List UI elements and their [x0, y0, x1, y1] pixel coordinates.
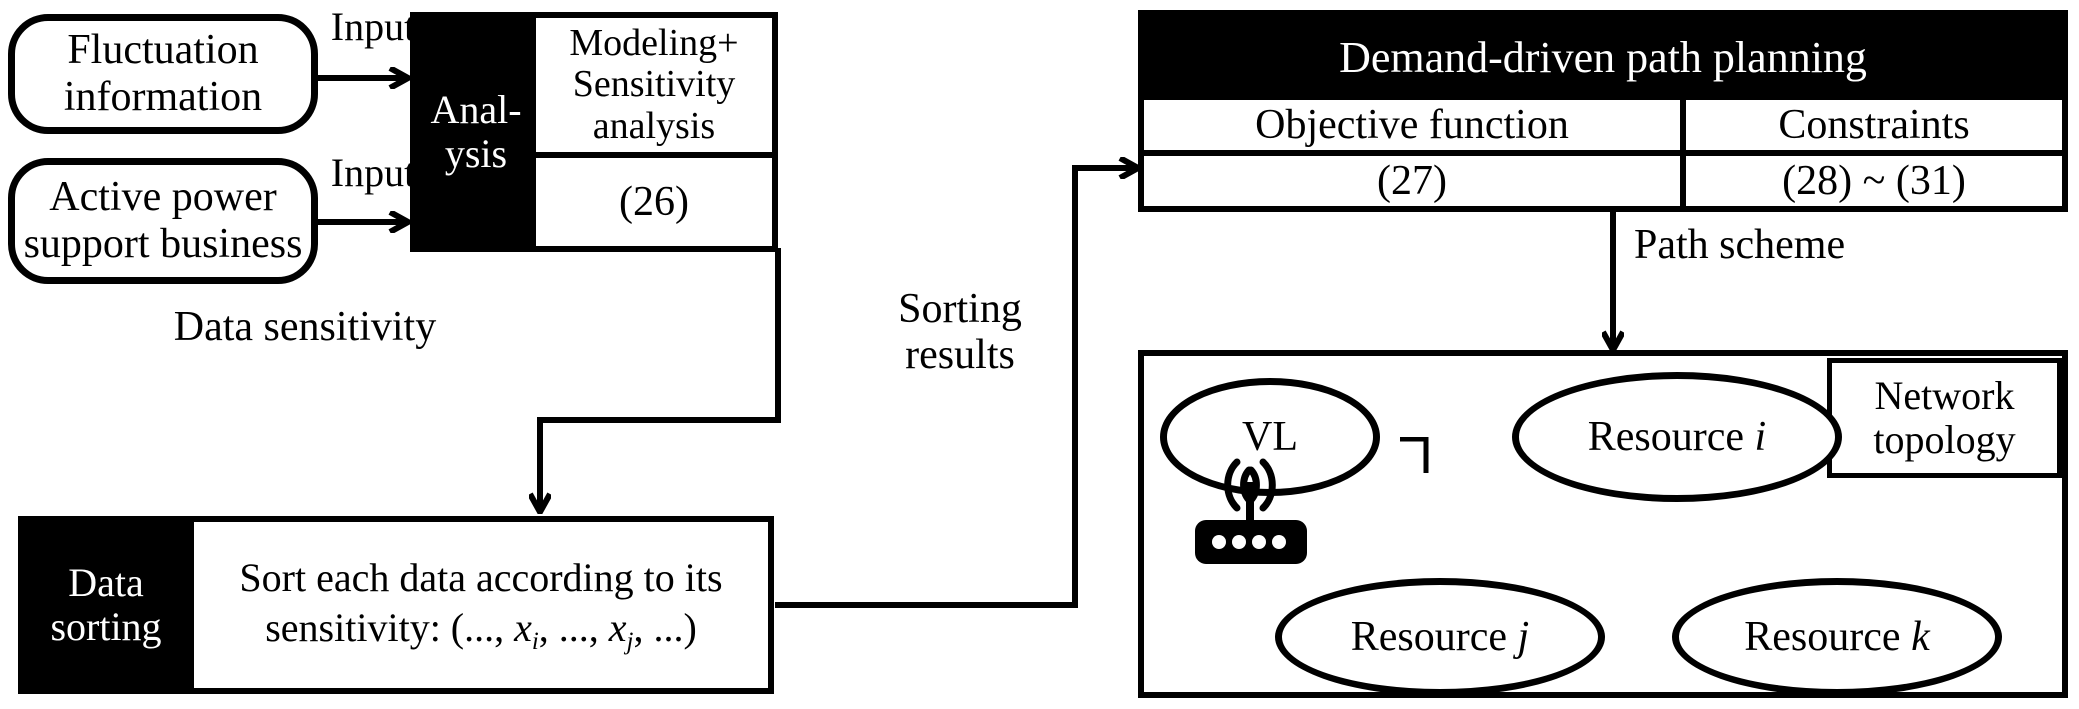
data-sorting-body-line1: Sort each data according to its — [239, 554, 723, 600]
path-planning-table: Demand-driven path planning Objective fu… — [1138, 10, 2068, 212]
data-sorting-var-1: x — [514, 604, 532, 650]
data-sorting-block: Data sorting Sort each data according to… — [18, 516, 774, 694]
path-planning-value-objective: (27) — [1144, 156, 1686, 206]
edge-label-sorting-results-text: Sorting results — [898, 285, 1022, 378]
edge-label-data-sensitivity: Data sensitivity — [110, 300, 500, 354]
topology-node-resource-j-label-italic: j — [1517, 614, 1530, 660]
edge-label-sorting-results: Sorting results — [860, 272, 1060, 392]
input-box-active-power[interactable]: Active power support business — [8, 158, 318, 284]
topology-node-resource-j[interactable]: Resource j — [1275, 578, 1605, 696]
topology-node-resource-j-label-plain: Resource — [1350, 614, 1508, 660]
path-planning-value-constraints: (28) ~ (31) — [1686, 156, 2062, 206]
analysis-modeling-text: Modeling+ Sensitivity analysis — [569, 22, 739, 147]
wireless-router-icon — [1185, 450, 1315, 570]
topology-node-resource-i[interactable]: Resource i — [1512, 372, 1842, 502]
analysis-equation-text: (26) — [619, 179, 689, 225]
topology-node-resource-k-label: Resource k — [1744, 613, 1929, 661]
topology-node-resource-k-label-plain: Resource — [1744, 614, 1901, 660]
topology-hop-tick-glyph — [1400, 436, 1429, 473]
data-sorting-body-line2: sensitivity: (..., xi, ..., xj, ...) — [265, 603, 697, 658]
topology-node-resource-i-label: Resource i — [1588, 413, 1766, 461]
edge-label-path-scheme-text: Path scheme — [1634, 221, 1846, 268]
input-box-fluctuation[interactable]: Fluctuation information — [8, 14, 318, 134]
topology-node-resource-k-label-italic: k — [1911, 614, 1930, 660]
edge-label-input-2-text: Input — [330, 150, 416, 195]
network-topology-caption-text: Network topology — [1873, 373, 2016, 462]
edge-label-input-2: Input — [318, 148, 428, 198]
path-planning-col-header-constraints: Constraints — [1686, 100, 2062, 150]
path-planning-header: Demand-driven path planning — [1144, 16, 2062, 100]
path-planning-value-objective-text: (27) — [1377, 158, 1447, 204]
path-planning-col-header-objective-text: Objective function — [1255, 102, 1569, 148]
input-box-active-power-label: Active power support business — [23, 173, 303, 267]
data-sorting-side-label: Data sorting — [24, 522, 188, 688]
analysis-side-label: Anal- ysis — [416, 18, 536, 246]
topology-hop-tick — [1398, 436, 1432, 475]
topology-node-resource-i-label-plain: Resource — [1587, 414, 1745, 460]
topology-node-resource-k[interactable]: Resource k — [1672, 578, 2002, 696]
analysis-side-label-text: Anal- ysis — [430, 87, 522, 176]
edge-label-input-1: Input — [318, 2, 428, 52]
topology-node-resource-j-label: Resource j — [1351, 613, 1529, 661]
topology-node-resource-i-label-italic: i — [1754, 414, 1767, 460]
wireless-router-glyph — [1195, 458, 1307, 564]
path-planning-value-constraints-text: (28) ~ (31) — [1782, 158, 1966, 204]
edge-label-data-sensitivity-text: Data sensitivity — [173, 303, 437, 350]
network-topology-caption: Network topology — [1827, 358, 2062, 478]
data-sorting-var-2-sub: j — [626, 627, 634, 655]
data-sorting-var-2: x — [608, 604, 627, 650]
path-planning-col-header-objective: Objective function — [1144, 100, 1686, 150]
data-sorting-prefix: sensitivity: (..., — [265, 604, 515, 650]
input-box-fluctuation-label: Fluctuation information — [63, 26, 263, 120]
path-planning-header-text: Demand-driven path planning — [1339, 32, 1867, 82]
data-sorting-suffix: , ...) — [633, 604, 697, 650]
edge-analysis-to-datasorting — [540, 248, 781, 512]
topology-node-vl-label: VL — [1242, 414, 1298, 460]
path-planning-col-header-constraints-text: Constraints — [1778, 102, 1970, 148]
data-sorting-mid: , ..., — [538, 604, 609, 650]
analysis-block: Anal- ysis Modeling+ Sensitivity analysi… — [410, 12, 778, 252]
data-sorting-var-1-sub: i — [531, 627, 539, 655]
data-sorting-side-label-text: Data sorting — [50, 560, 162, 649]
edge-label-path-scheme: Path scheme — [1634, 218, 1974, 272]
edge-label-input-1-text: Input — [330, 4, 416, 49]
